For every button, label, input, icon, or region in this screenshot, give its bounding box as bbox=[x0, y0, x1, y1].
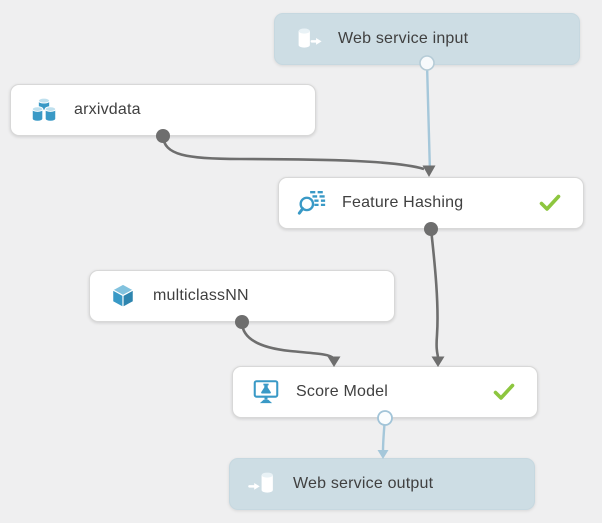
model-cube-icon bbox=[112, 283, 134, 308]
node-label: Feature Hashing bbox=[342, 194, 464, 211]
node-label: arxivdata bbox=[74, 101, 141, 118]
node-web-service-output[interactable]: Web service output bbox=[229, 458, 535, 510]
node-feature-hashing[interactable]: Feature Hashing bbox=[278, 177, 584, 229]
status-check-icon bbox=[493, 383, 515, 400]
edge-score-model-to-web-service-output[interactable] bbox=[381, 417, 387, 452]
node-label: multiclassNN bbox=[153, 287, 249, 304]
node-label: Web service output bbox=[293, 475, 434, 492]
node-multiclassnn[interactable]: multiclassNN bbox=[89, 270, 395, 322]
edge-web-service-input-to-feature-hashing[interactable] bbox=[425, 62, 432, 174]
cylinder-arrow-in-icon bbox=[248, 472, 273, 493]
cylinder-arrow-out-icon bbox=[298, 28, 322, 48]
node-arxivdata[interactable]: arxivdata bbox=[10, 84, 316, 136]
dataset-cylinders-icon bbox=[31, 97, 57, 122]
edge-multiclassnn-to-score-model[interactable] bbox=[240, 321, 335, 360]
feature-hashing-magnifier-icon bbox=[297, 191, 326, 215]
edge-feature-hashing-to-score-model[interactable] bbox=[429, 228, 440, 358]
node-score-model[interactable]: Score Model bbox=[232, 366, 538, 418]
node-label: Score Model bbox=[296, 383, 389, 400]
node-label: Web service input bbox=[338, 30, 469, 47]
arrowhead-feature-hashing-input bbox=[422, 165, 436, 177]
score-model-monitor-icon bbox=[253, 380, 279, 404]
node-web-service-input[interactable]: Web service input bbox=[274, 13, 580, 65]
status-check-icon bbox=[539, 194, 561, 211]
edge-arxivdata-to-feature-hashing[interactable] bbox=[161, 135, 425, 171]
